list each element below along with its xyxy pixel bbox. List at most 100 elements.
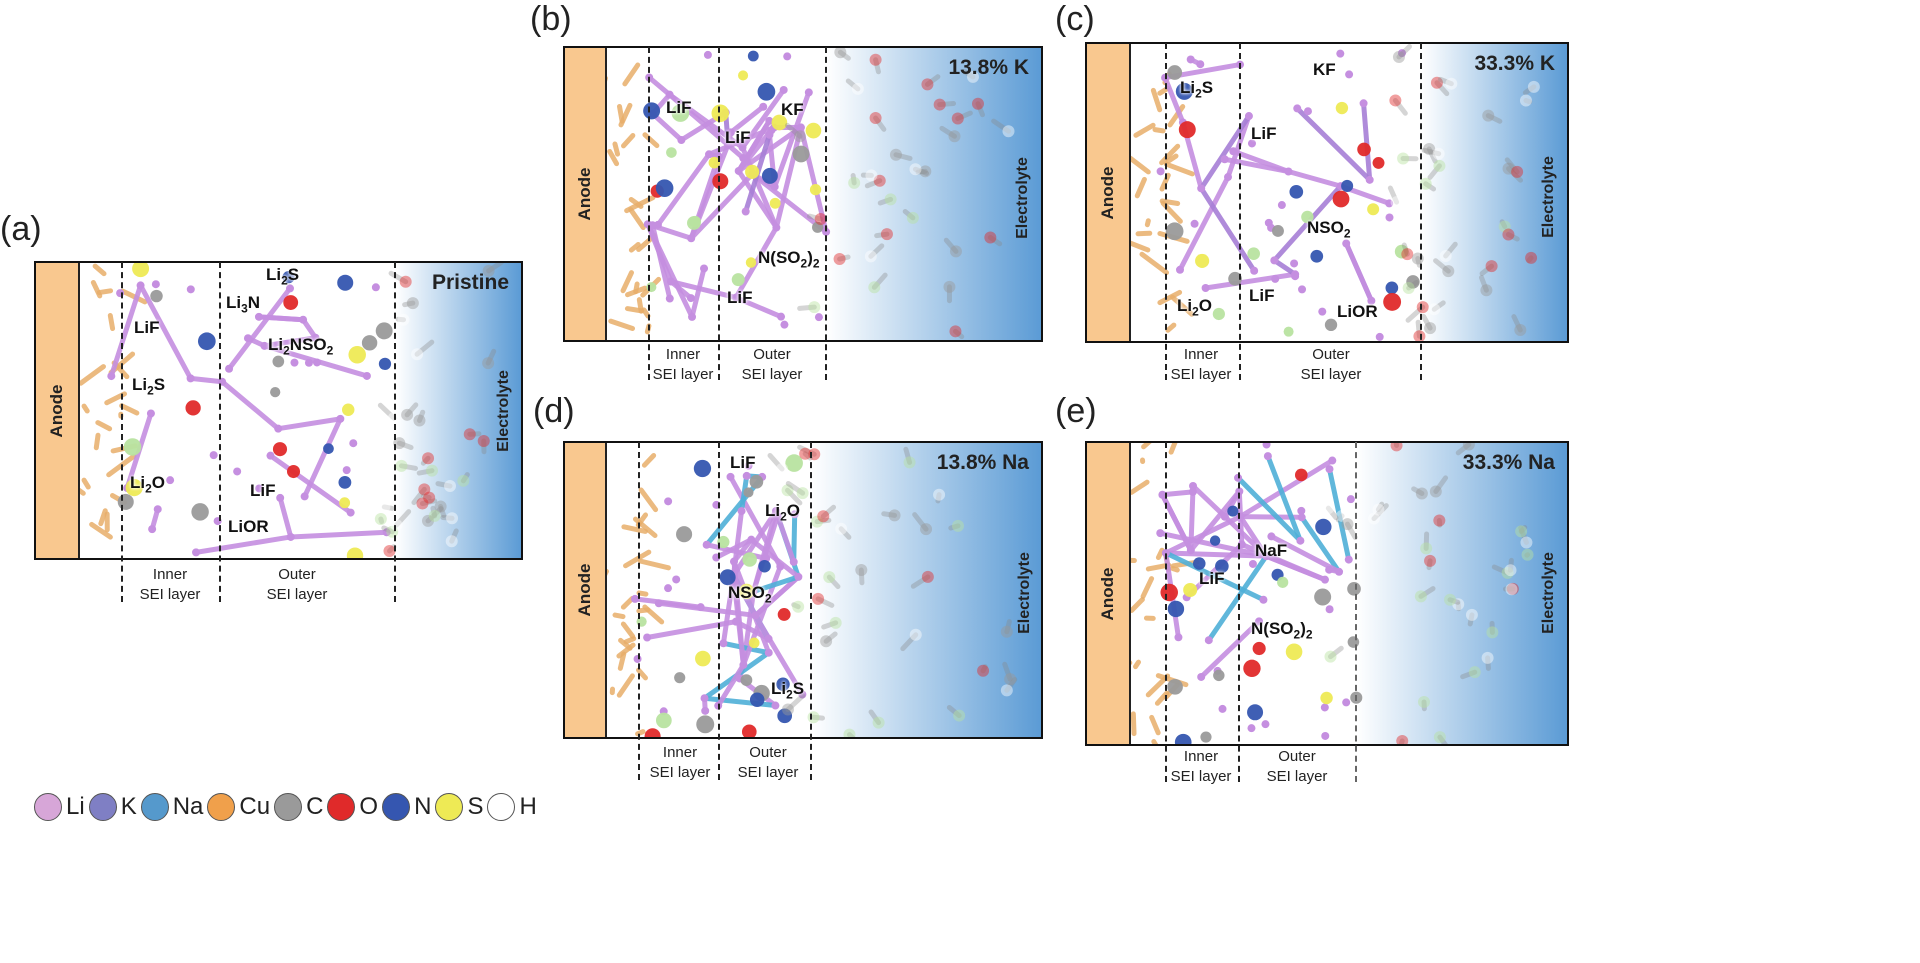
md-snapshot-render [1127,44,1567,341]
species-label: N(SO2)2 [758,248,820,271]
legend-label: S [467,793,484,820]
species-label: Li2S [266,265,300,288]
condition-label: 13.8% Na [936,451,1029,474]
outer-sei-boundary [1238,442,1240,782]
species-label: Li2S [132,375,166,398]
legend-item-h: H [487,793,537,821]
anode-block: Anode [1087,443,1131,744]
md-snapshot-render [596,443,1041,737]
electrolyte-label: Electrolyte [1540,156,1557,238]
legend-swatch [207,793,236,821]
panel-e-snapshot: Anode 33.3% Na Electrolyte NaF LiF N(SO2… [1085,441,1569,746]
electrolyte-label: Electrolyte [495,370,512,452]
legend-swatch [88,793,117,821]
anode-label: Anode [47,384,66,437]
panel-b-letter: (b) [530,0,572,38]
electrolyte-boundary [810,442,812,780]
species-label: Li2S [1180,78,1214,101]
condition-label: 33.3% K [1474,52,1555,75]
electrolyte-label: Electrolyte [1540,552,1557,634]
element-legend: Li K Na Cu C O N S H [34,793,541,821]
electrolyte-boundary [1355,442,1357,782]
species-label: LiF [1251,124,1277,143]
condition-label: Pristine [431,271,509,294]
legend-swatch [274,793,303,821]
outer-sei-boundary [718,47,720,380]
condition-label: 33.3% Na [1462,451,1555,474]
legend-label: Na [172,793,204,820]
legend-label: C [306,793,324,820]
legend-item-s: S [435,793,483,821]
panel-d-letter: (d) [533,392,575,430]
legend-label: Cu [239,793,271,820]
anode-label: Anode [575,167,594,221]
species-label: Li2O [765,501,801,524]
anode-label: Anode [1098,567,1117,620]
panel-d-snapshot: Anode 13.8% Na Electrolyte LiF Li2O NSO2… [563,441,1043,739]
outer-sei-boundary [219,262,221,602]
electrolyte-boundary [394,262,396,602]
species-label: Li2S [771,679,805,702]
species-label: KF [781,100,804,119]
electrolyte-label: Electrolyte [1016,552,1033,634]
inner-sei-boundary [1165,442,1167,782]
panel-c-letter: (c) [1055,0,1095,38]
species-label: LiF [1199,569,1225,588]
species-label: LiF [730,453,756,472]
panel-b-snapshot: Anode 13.8% K Electrolyte LiF KF LiF N(S… [563,46,1043,342]
panel-c-snapshot: Anode 33.3% K Electrolyte Li2S KF LiF NS… [1085,42,1569,343]
md-snapshot-render [70,263,521,558]
anode-block: Anode [36,263,80,558]
species-label: LiF [725,128,751,147]
species-label: Li2NSO2 [268,335,334,358]
md-snapshot-render [597,48,1041,340]
species-label: Li2O [1177,296,1213,319]
species-label: LiF [666,98,692,117]
legend-label: N [414,793,432,820]
legend-swatch [34,793,62,821]
condition-label: 13.8% K [948,56,1029,79]
legend-swatch [327,793,356,821]
legend-label: K [120,793,137,820]
legend-swatch [382,793,411,821]
anode-block: Anode [565,443,607,737]
legend-item-c: C [274,793,323,821]
legend-swatch [435,793,464,821]
inner-sei-boundary [648,47,650,380]
md-snapshot-render [1118,443,1567,744]
panel-a-letter: (a) [0,210,42,248]
legend-label: H [519,793,537,820]
legend-item-o: O [327,793,378,821]
species-label: NaF [1255,541,1288,560]
legend-item-n: N [382,793,431,821]
electrolyte-label: Electrolyte [1014,157,1031,239]
species-label: LiF [134,318,160,337]
outer-sei-boundary [1239,43,1241,380]
legend-label: Li [66,793,85,820]
anode-block: Anode [1087,44,1131,341]
species-label: NSO2 [728,583,772,606]
electrolyte-boundary [825,47,827,380]
anode-label: Anode [575,563,594,617]
species-label: KF [1313,60,1336,79]
legend-item-na: Na [140,793,204,821]
inner-sei-boundary [638,442,640,780]
outer-sei-boundary [718,442,720,780]
legend-swatch [487,793,516,821]
species-label: N(SO2)2 [1251,619,1313,642]
species-label: Li2O [130,473,166,496]
species-label: LiOR [1337,302,1378,321]
species-label: LiF [727,288,753,307]
legend-label: O [359,793,379,820]
legend-swatch [140,793,169,821]
panel-a-snapshot: Anode Pristine Electrolyte LiF Li2S Li3N… [34,261,523,560]
